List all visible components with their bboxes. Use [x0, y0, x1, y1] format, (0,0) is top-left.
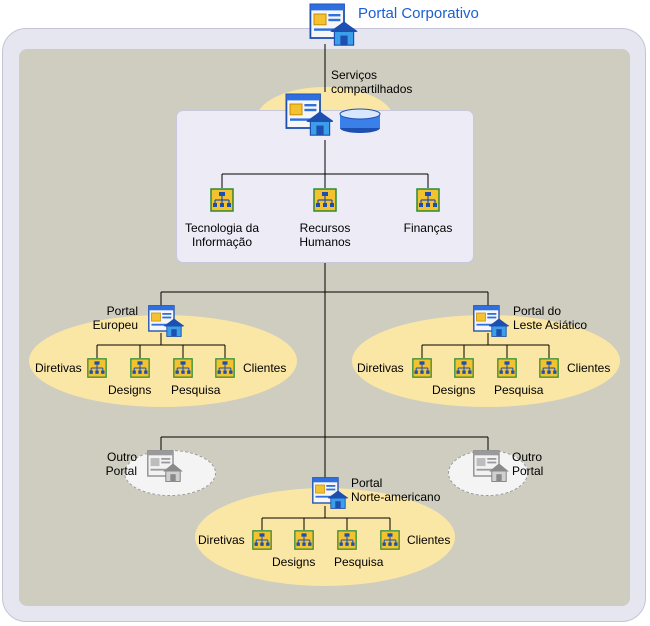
site-hierarchy-icon[interactable] — [454, 358, 474, 378]
other-portal-left-line2: Portal — [105, 464, 137, 478]
site-hierarchy-icon[interactable] — [210, 188, 234, 212]
other-portal-right-line2: Portal — [512, 464, 544, 478]
subsite-label: Clientes — [243, 361, 287, 375]
north-america-portal-icon[interactable] — [308, 476, 350, 512]
shared-services-portal-icon[interactable] — [283, 92, 333, 140]
site-hierarchy-icon[interactable] — [416, 188, 440, 212]
subsite-label: Designs — [432, 383, 476, 397]
department-it-label: Tecnologia da Informação — [172, 221, 272, 249]
department-finance-label: Finanças — [378, 221, 478, 235]
site-hierarchy-icon[interactable] — [337, 530, 357, 550]
north-america-portal-line2: Norte-americano — [351, 490, 441, 504]
subsite-label: Clientes — [407, 533, 451, 547]
site-hierarchy-icon[interactable] — [130, 358, 150, 378]
subsite-label: Designs — [108, 383, 152, 397]
east-asia-portal-label: Portal do Leste Asiático — [513, 304, 587, 332]
north-america-portal-label: Portal Norte-americano — [351, 476, 440, 504]
shared-services-label: Serviços compartilhados — [331, 68, 412, 96]
europe-portal-icon[interactable] — [145, 304, 185, 340]
subsite-label: Pesquisa — [171, 383, 221, 397]
north-america-portal-ellipse — [195, 488, 455, 586]
subsite-label: Diretivas — [198, 533, 245, 547]
other-portal-left-line1: Outro — [106, 450, 137, 464]
site-hierarchy-icon[interactable] — [497, 358, 517, 378]
north-america-portal-line1: Portal — [351, 476, 383, 490]
other-portal-right-label: Outro Portal — [512, 450, 543, 478]
subsite-label: Clientes — [567, 361, 611, 375]
other-portal-left-label: Outro Portal — [80, 450, 137, 478]
corporate-portal-title: Portal Corporativo — [358, 5, 479, 22]
site-hierarchy-icon[interactable] — [173, 358, 193, 378]
europe-portal-line2: Europeu — [92, 318, 138, 332]
department-hr-line1: Recursos — [299, 221, 351, 235]
east-asia-portal-icon[interactable] — [470, 304, 510, 340]
east-asia-portal-line1: Portal do — [513, 304, 562, 318]
site-hierarchy-icon[interactable] — [380, 530, 400, 550]
site-hierarchy-icon[interactable] — [313, 188, 337, 212]
europe-portal-line1: Portal — [106, 304, 138, 318]
site-hierarchy-icon[interactable] — [252, 530, 272, 550]
subsite-label: Diretivas — [35, 361, 82, 375]
subsite-label: Pesquisa — [334, 555, 384, 569]
department-it-line1: Tecnologia da — [184, 221, 260, 235]
inactive-portal-icon[interactable] — [470, 449, 510, 485]
department-hr-label: Recursos Humanos — [275, 221, 375, 249]
corporate-portal-icon[interactable] — [303, 2, 361, 50]
site-hierarchy-icon[interactable] — [87, 358, 107, 378]
shared-services-label-line1: Serviços — [331, 68, 378, 82]
other-portal-right-line1: Outro — [512, 450, 543, 464]
subsite-label: Pesquisa — [494, 383, 544, 397]
subsite-label: Designs — [272, 555, 316, 569]
inactive-portal-icon[interactable] — [144, 449, 184, 485]
department-finance-line1: Finanças — [403, 221, 453, 235]
east-asia-portal-line2: Leste Asiático — [513, 318, 588, 332]
site-hierarchy-icon[interactable] — [215, 358, 235, 378]
database-icon — [338, 108, 382, 134]
site-hierarchy-icon[interactable] — [412, 358, 432, 378]
department-it-line2: Informação — [191, 235, 253, 249]
department-hr-line2: Humanos — [299, 235, 351, 249]
shared-services-label-line2: compartilhados — [331, 82, 413, 96]
europe-portal-label: Portal Europeu — [60, 304, 138, 332]
site-hierarchy-icon[interactable] — [294, 530, 314, 550]
site-hierarchy-icon[interactable] — [539, 358, 559, 378]
subsite-label: Diretivas — [357, 361, 404, 375]
